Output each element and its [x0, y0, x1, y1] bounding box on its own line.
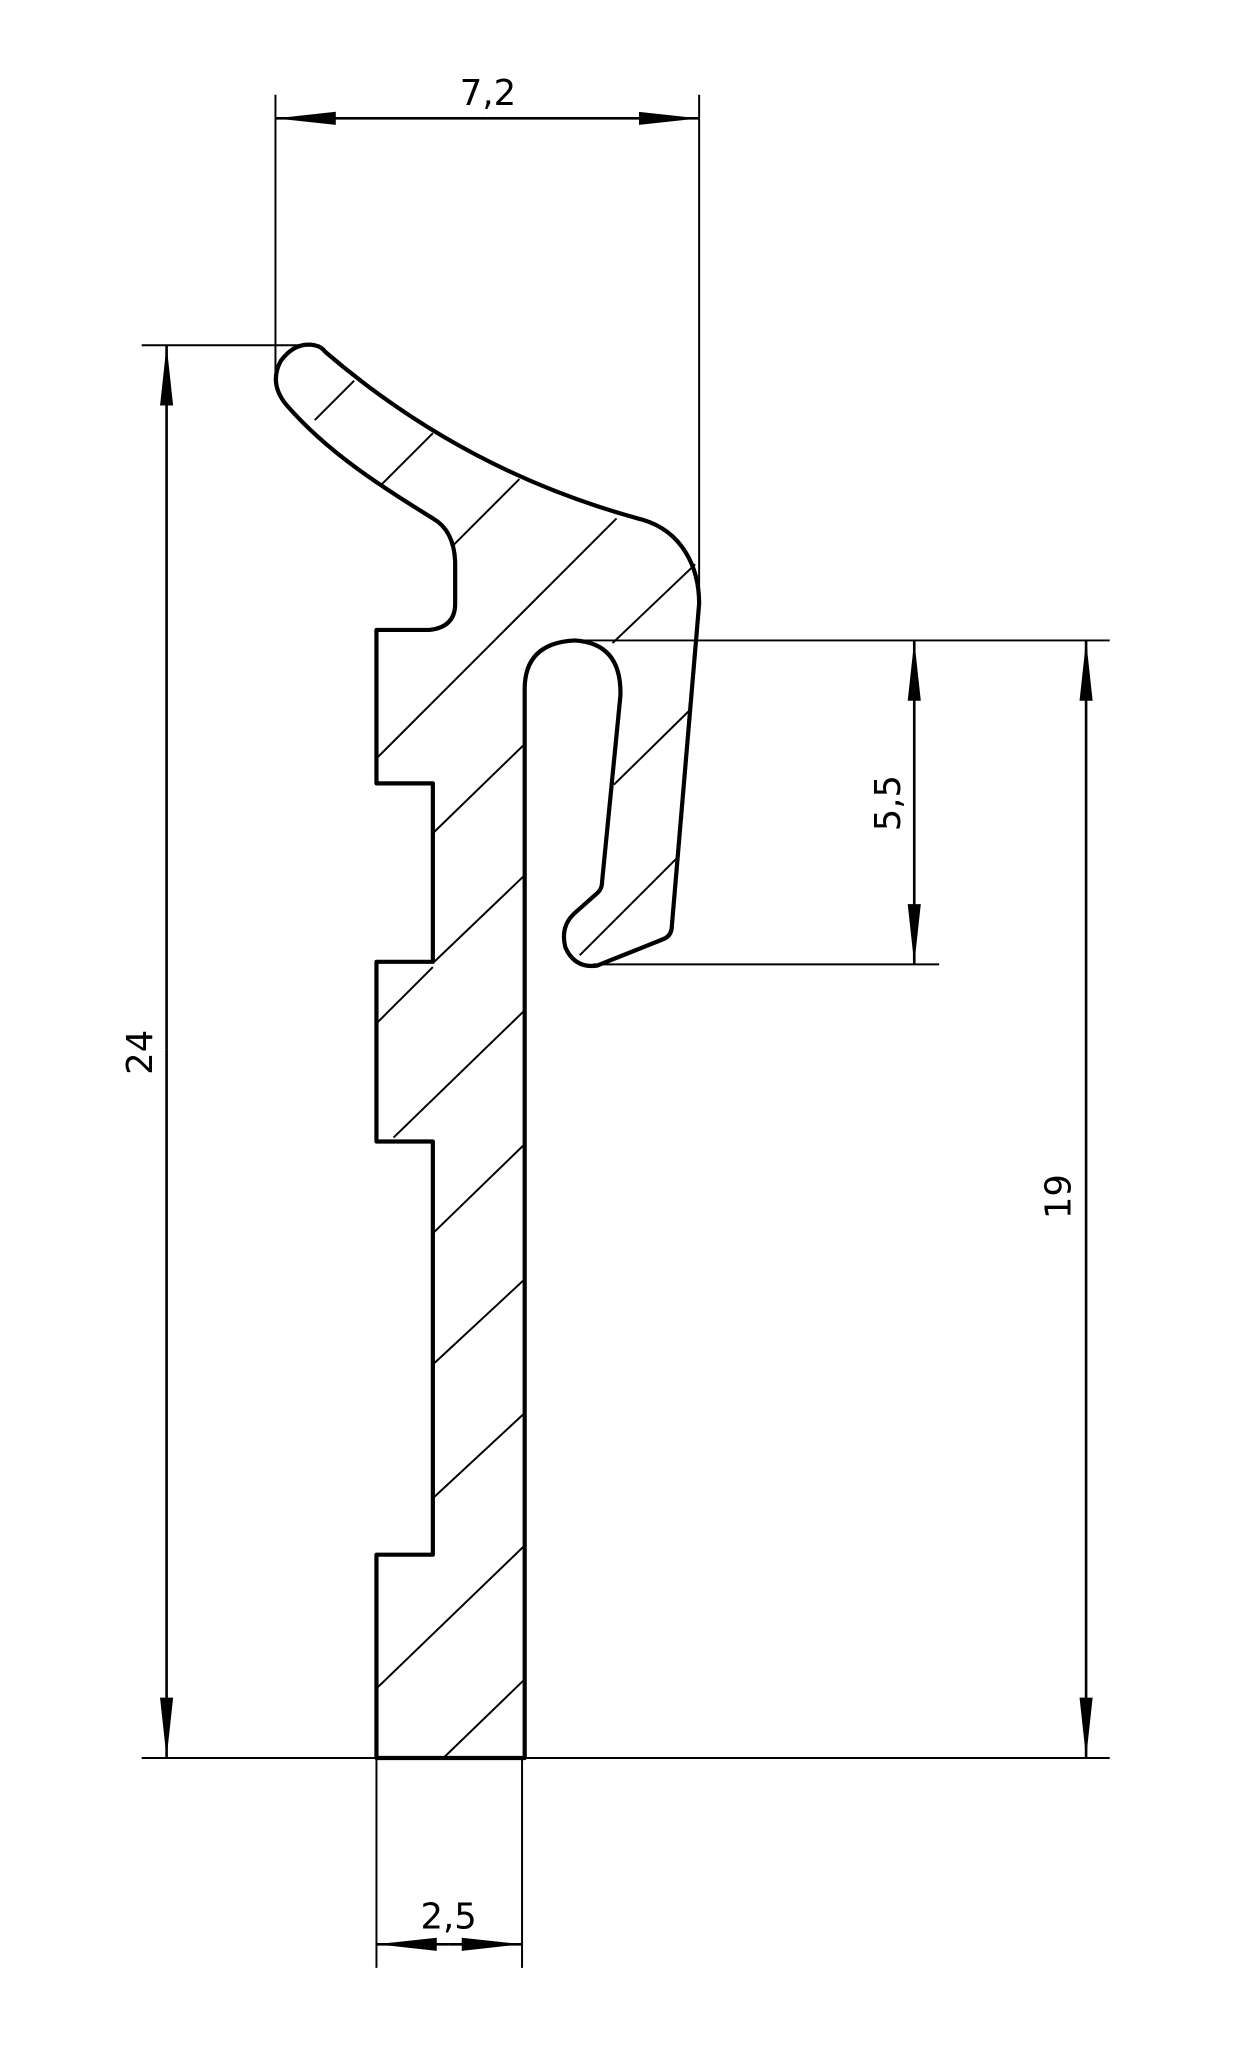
dim-top-width: 7,2: [460, 73, 516, 114]
extension-lines: [141, 94, 1110, 1968]
section-hatching: [314, 380, 696, 1759]
profile-outline: [273, 342, 702, 1761]
dim-total-height: 24: [120, 1030, 161, 1075]
dim-base-width: 2,5: [420, 1897, 476, 1938]
dim-hook-height: 5,5: [868, 775, 909, 831]
dim-hook-to-base: 19: [1038, 1174, 1079, 1219]
